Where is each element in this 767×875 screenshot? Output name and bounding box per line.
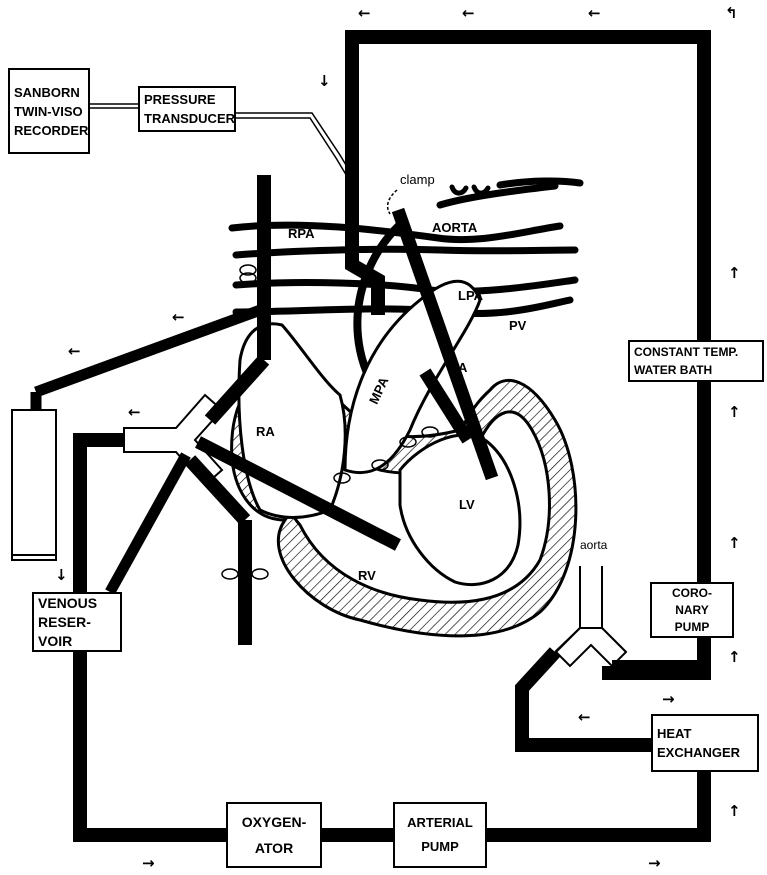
pressure-transducer-box: PRESSURE TRANSDUCER <box>138 86 236 132</box>
arrow-up-right-1: ↑ <box>728 266 741 281</box>
arrow-left-venous: ← <box>128 405 141 420</box>
arrow-down-aortic: ↓ <box>318 74 331 89</box>
reservoir-container <box>12 410 56 560</box>
arrow-right-bottom-2: → <box>648 856 661 871</box>
label-lv: LV <box>459 497 475 512</box>
heat-exchanger-line-1: HEAT <box>657 724 753 743</box>
coronary-pump-box: CORO- NARY PUMP <box>650 582 734 638</box>
clamp-pointer <box>388 190 397 214</box>
venous-reservoir-line-3: VOIR <box>38 632 116 651</box>
oxygenator-box: OXYGEN- ATOR <box>226 802 322 868</box>
label-rpa: RPA <box>288 226 314 241</box>
arrow-up-right-5: ↑ <box>728 804 741 819</box>
arrow-up-right-2: ↑ <box>728 405 741 420</box>
arterial-pump-line-1: ARTERIAL <box>407 811 473 835</box>
label-ra: RA <box>256 424 275 439</box>
coronary-pump-line-1: CORO- <box>672 585 712 602</box>
venous-reservoir-line-1: VENOUS <box>38 594 116 613</box>
arrow-left-drain-1: ← <box>172 310 185 325</box>
heat-exchanger-line-2: EXCHANGER <box>657 743 753 762</box>
arrow-down-reservoir: ↓ <box>55 568 68 583</box>
label-pv: PV <box>509 318 526 333</box>
transducer-line-1: PRESSURE <box>144 90 230 109</box>
arrow-left-drain-2: ← <box>68 344 81 359</box>
oxygenator-line-2: ATOR <box>255 835 293 861</box>
arrow-left-heat: ← <box>578 710 591 725</box>
label-la: LA <box>450 360 467 375</box>
recorder-line-1: SANBORN <box>14 83 84 102</box>
transducer-line-2: TRANSDUCER <box>144 109 230 128</box>
top-tubing-marks <box>452 187 488 193</box>
label-rv: RV <box>358 568 376 583</box>
heat-exchanger-box: HEAT EXCHANGER <box>651 714 759 772</box>
recorder-line-2: TWIN-VISO <box>14 102 84 121</box>
arrow-right-bottom-1: → <box>142 856 155 871</box>
water-bath-box: CONSTANT TEMP. WATER BATH <box>628 340 764 382</box>
venous-reservoir-line-2: RESER- <box>38 613 116 632</box>
water-bath-line-1: CONSTANT TEMP. <box>634 343 758 361</box>
arrow-up-right-3: ↑ <box>728 536 741 551</box>
arrow-up-right-4: ↑ <box>728 650 741 665</box>
coronary-pump-line-3: PUMP <box>675 619 710 636</box>
arrow-left-top-2: ← <box>462 6 475 21</box>
arterial-pump-box: ARTERIAL PUMP <box>393 802 487 868</box>
label-aorta-upper: AORTA <box>432 220 477 235</box>
arrow-left-top-1: ← <box>358 6 371 21</box>
venous-reservoir-box: VENOUS RESER- VOIR <box>32 592 122 652</box>
label-aorta-lower: aorta <box>580 538 607 552</box>
water-bath-line-2: WATER BATH <box>634 361 758 379</box>
sanborn-recorder-box: SANBORN TWIN-VISO RECORDER <box>8 68 90 154</box>
recorder-line-3: RECORDER <box>14 121 84 140</box>
coronary-pump-line-2: NARY <box>675 602 709 619</box>
arrow-corner-top: ↰ <box>725 6 738 21</box>
label-lpa: LPA <box>458 288 483 303</box>
arterial-pump-line-2: PUMP <box>421 835 459 859</box>
arrow-left-top-3: ← <box>588 6 601 21</box>
arrow-right-heat: → <box>662 692 675 707</box>
label-clamp: clamp <box>400 172 435 187</box>
oxygenator-line-1: OXYGEN- <box>242 809 307 835</box>
